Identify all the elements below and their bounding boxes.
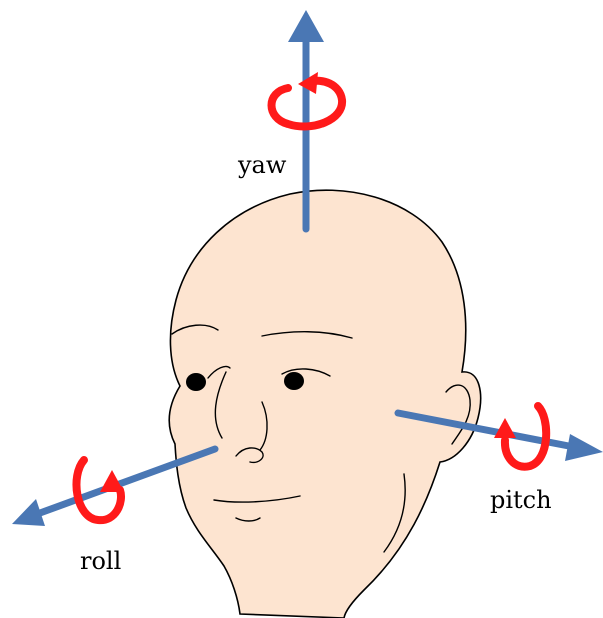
right-eye: [284, 372, 304, 390]
left-eye: [186, 373, 206, 391]
pitch-rotation-head: [494, 418, 516, 438]
yaw-label: yaw: [237, 151, 287, 179]
roll-label: roll: [80, 547, 121, 575]
pitch-label: pitch: [490, 486, 552, 514]
yaw-axis-arrowhead: [288, 10, 324, 42]
pitch-axis-arrowhead: [565, 434, 603, 461]
roll-axis-arrowhead: [12, 499, 45, 526]
